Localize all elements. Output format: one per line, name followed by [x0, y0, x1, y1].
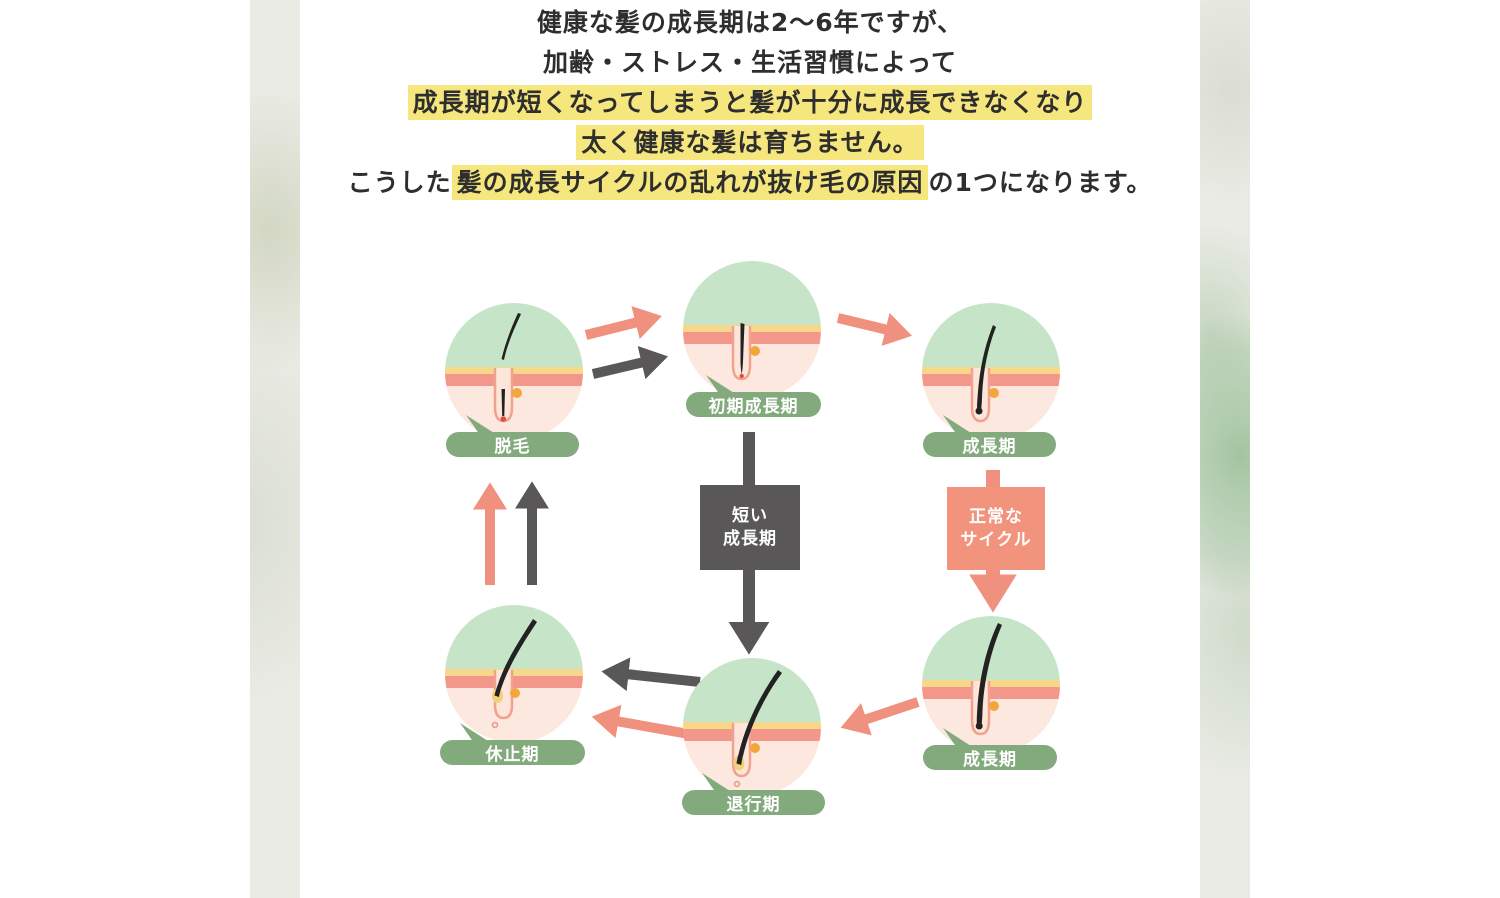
- stage-label-growth-bottom-text: 成長期: [963, 750, 1017, 770]
- stage-illustration-growth-bottom: [922, 616, 1060, 754]
- intro-line-3: 成長期が短くなってしまうと髪が十分に成長できなくなり: [300, 83, 1200, 123]
- short-cycle-box-line2: 成長期: [723, 528, 777, 549]
- normal-cycle-box: 正常な サイクル: [947, 487, 1045, 570]
- stage-label-early-growth: 初期成長期: [686, 375, 821, 417]
- intro-line-5-highlight: 髪の成長サイクルの乱れが抜け毛の原因: [451, 165, 929, 200]
- stage-label-shedding: 脱毛: [446, 415, 579, 457]
- normal-cycle-box-line2: サイクル: [960, 529, 1032, 550]
- stage-label-resting: 休止期: [440, 723, 585, 765]
- stage-illustration-regression: [683, 658, 821, 796]
- hair-cycle-diagram: 短い 成長期 正常な サイクル: [300, 240, 1200, 898]
- intro-line-5: こうした髪の成長サイクルの乱れが抜け毛の原因の1つになります。: [300, 163, 1200, 203]
- stage-label-growth-top-text: 成長期: [962, 437, 1017, 457]
- stage-label-regression: 退行期: [682, 773, 825, 815]
- stage-label-growth-top: 成長期: [923, 415, 1056, 457]
- arrow-early-to-growth-salmon: [836, 312, 912, 346]
- stage-label-shedding-text: 脱毛: [494, 437, 531, 457]
- intro-line-2-text: 加齢・ストレス・生活習慣によって: [542, 48, 957, 77]
- arrow-shedding-to-early-dark: [591, 346, 668, 380]
- intro-line-1: 健康な髪の成長期は2〜6年ですが、: [300, 3, 1200, 43]
- stage-label-early-growth-text: 初期成長期: [708, 397, 799, 417]
- stage-illustration-shedding: [445, 303, 583, 441]
- stage-label-resting-text: 休止期: [485, 745, 540, 765]
- arrow-shedding-to-early-salmon: [584, 306, 662, 340]
- intro-line-1-text: 健康な髪の成長期は2〜6年ですが、: [536, 8, 964, 37]
- intro-text: 健康な髪の成長期は2〜6年ですが、 加齢・ストレス・生活習慣によって 成長期が短…: [300, 0, 1200, 203]
- intro-line-5-pre: こうした: [347, 168, 452, 197]
- stage-illustration-growth-top: [922, 303, 1060, 441]
- intro-line-3-highlight: 成長期が短くなってしまうと髪が十分に成長できなくなり: [407, 85, 1093, 120]
- stage-illustration-early-growth: [683, 261, 821, 399]
- stage-label-regression-text: 退行期: [726, 795, 781, 815]
- short-cycle-box-line1: 短い: [732, 505, 768, 526]
- intro-line-4: 太く健康な髪は育ちません。: [300, 123, 1200, 163]
- intro-line-5-post: の1つになります。: [928, 168, 1153, 197]
- arrow-regression-to-resting-dark: [601, 657, 701, 692]
- stage-label-growth-bottom: 成長期: [923, 728, 1057, 770]
- content-column: 健康な髪の成長期は2〜6年ですが、 加齢・ストレス・生活習慣によって 成長期が短…: [300, 0, 1200, 898]
- short-cycle-box: 短い 成長期: [700, 485, 800, 570]
- arrow-growth-to-regression-salmon: [840, 697, 920, 736]
- stage-illustration-resting: [445, 605, 583, 743]
- intro-line-4-highlight: 太く健康な髪は育ちません。: [576, 125, 924, 160]
- intro-line-2: 加齢・ストレス・生活習慣によって: [300, 43, 1200, 83]
- normal-cycle-box-line1: 正常な: [969, 506, 1023, 527]
